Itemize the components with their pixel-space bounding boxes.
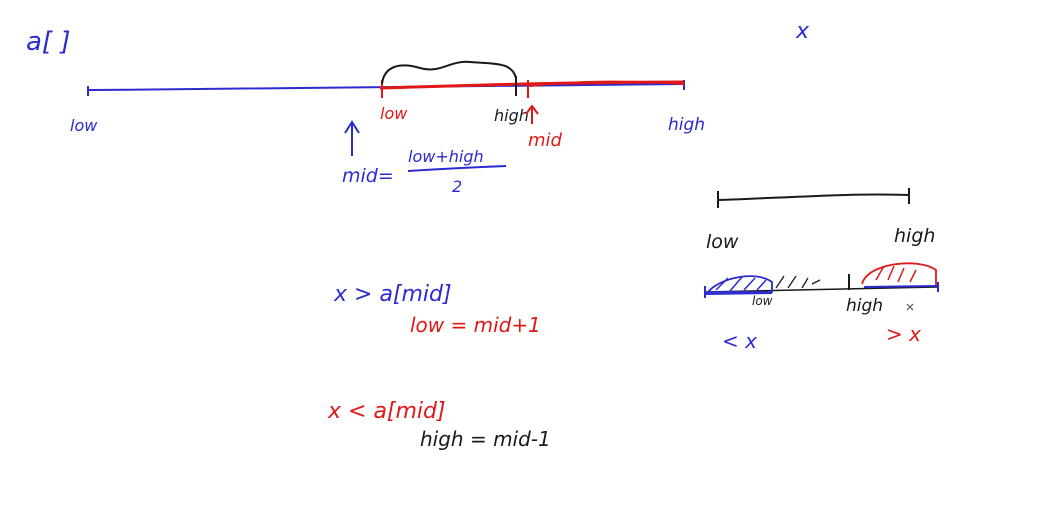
black-bracket [381, 60, 517, 85]
mid-up-arrowhead [525, 104, 539, 115]
x-label-top: x [795, 19, 810, 44]
mid-formula-numerator: low+high [408, 147, 484, 166]
main-number-line [87, 60, 685, 98]
blue-line [87, 83, 685, 91]
low-left-label: low [70, 116, 98, 135]
side-high2-label: high [846, 296, 883, 316]
greater-than-region [861, 262, 937, 286]
greater-than-hatch [875, 265, 917, 283]
mid-formula: mid= low+high 2 [342, 147, 507, 196]
side-low-label: low [706, 231, 739, 253]
array-label: a[ ] [26, 27, 70, 57]
condition-greater: x > a[mid] [333, 282, 452, 307]
side-diagram: low high low high < x > x [704, 188, 939, 353]
fraction-bar [407, 165, 507, 172]
less-than-region [706, 275, 773, 293]
action-high-update: high = mid-1 [420, 427, 551, 451]
side-greater-than-x: > x [886, 322, 921, 346]
side-high-label: high [894, 225, 935, 247]
less-than-baseline [705, 292, 773, 295]
mid-red-label: mid [528, 130, 563, 151]
action-low-update: low = mid+1 [410, 313, 541, 337]
condition-less: x < a[mid] [327, 399, 446, 424]
less-than-hatch [715, 276, 767, 292]
high-right-label: high [668, 115, 705, 135]
side-range-line [717, 193, 910, 201]
high-black-label: high [494, 106, 529, 125]
side-low2-label: low [752, 294, 773, 308]
red-segment-overdraw [529, 80, 685, 87]
greater-than-baseline [863, 285, 939, 288]
mid-formula-lhs: mid= [342, 165, 394, 187]
side-less-than-x: < x [722, 329, 757, 353]
mid-formula-denominator: 2 [452, 177, 462, 196]
middle-hatch [775, 275, 821, 289]
formula-up-arrowhead [344, 120, 360, 134]
cursor-cross-icon [906, 303, 914, 311]
low-red-label: low [380, 104, 408, 123]
